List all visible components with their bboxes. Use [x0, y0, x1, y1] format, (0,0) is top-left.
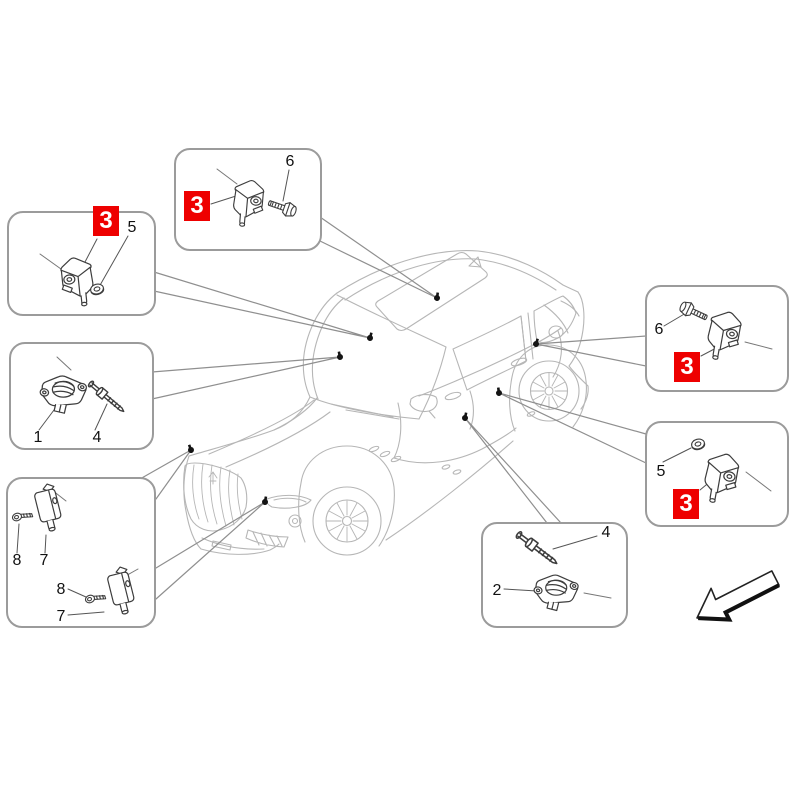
sensor-dot-door-bottom	[461, 411, 470, 422]
car-roofline	[336, 250, 579, 294]
car-front-face	[183, 455, 202, 550]
part-number-label-8: 8	[56, 581, 66, 598]
car-rear-wheel	[518, 360, 580, 422]
car-quarter-window	[533, 295, 577, 343]
car-sunroof	[375, 251, 488, 332]
sensor-location-dots	[186, 292, 541, 506]
car-grille-slats	[192, 463, 243, 527]
red-part-badge-3: 3	[93, 206, 119, 236]
car-beltline	[418, 327, 562, 397]
car-rear-face	[568, 291, 589, 387]
car-hood-silhouette	[188, 396, 311, 457]
leader-right-top-box	[535, 335, 647, 367]
car-front-wheel	[312, 486, 382, 556]
part-number-label-6: 6	[285, 153, 295, 170]
car-trident-emblem	[208, 471, 218, 485]
sensor-dot-rear-door	[495, 387, 503, 397]
leader-top-center-box	[319, 216, 438, 299]
car-windshield-header	[336, 294, 447, 348]
part-number-label-8: 8	[12, 552, 22, 569]
sensor-dot-roof	[433, 292, 441, 302]
leader-rear-sensor-box	[464, 417, 562, 524]
red-part-badge-3: 3	[674, 352, 700, 382]
label-pointer-lines	[16, 169, 721, 616]
car-lower-intake	[245, 529, 289, 548]
car-front-window	[452, 315, 527, 391]
part-number-label-1: 1	[33, 429, 43, 446]
car-front-arch	[298, 445, 395, 547]
car-hood-creases	[208, 397, 331, 468]
car-sill	[385, 440, 514, 541]
car-illustration	[183, 250, 589, 556]
callout-contents	[10, 168, 773, 617]
leader-top-left-box	[153, 271, 371, 339]
leader-front-sensor-box	[151, 356, 341, 400]
callout-boxes	[6, 148, 789, 628]
callout-box-bpillar-sensors	[6, 477, 156, 628]
car-rear-arch	[509, 344, 587, 432]
car-b-pillar	[520, 312, 534, 362]
leader-right-bottom-box	[498, 392, 647, 464]
leader-bpillar-box-hood	[139, 449, 192, 500]
car-antenna	[468, 256, 482, 268]
part-number-label-6: 6	[654, 321, 664, 338]
leader-bpillar-box-grille	[155, 501, 266, 600]
car-cowl	[309, 396, 420, 420]
part-number-label-5: 5	[656, 463, 666, 480]
red-part-badge-3: 3	[184, 191, 210, 221]
direction-arrow-icon	[696, 570, 780, 622]
car-headlight	[266, 494, 312, 509]
part-number-label-4: 4	[92, 429, 102, 446]
part-number-label-2: 2	[492, 582, 502, 599]
car-a-pillar	[302, 292, 338, 398]
car-door-seams	[393, 330, 562, 459]
leader-wedges	[139, 216, 647, 600]
car-grille	[183, 462, 248, 532]
sensor-dot-windshield-upper	[366, 331, 375, 342]
part-number-label-7: 7	[39, 552, 49, 569]
part-number-label-4: 4	[601, 524, 611, 541]
sensor-dot-windshield-lower	[335, 350, 344, 361]
part-number-label-7: 7	[56, 608, 66, 625]
red-part-badge-3: 3	[673, 489, 699, 519]
install-direction-stubs	[39, 168, 773, 599]
part-number-label-5: 5	[127, 219, 137, 236]
car-mirror	[409, 394, 438, 419]
